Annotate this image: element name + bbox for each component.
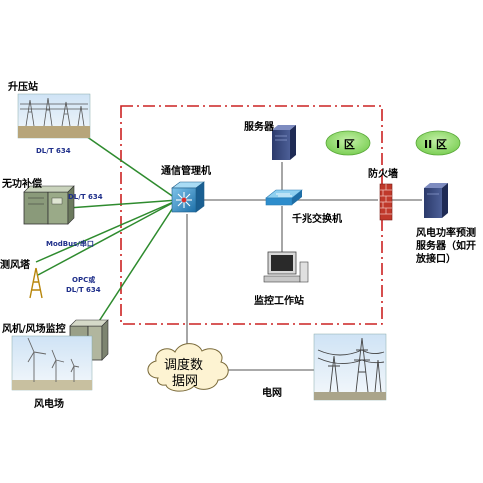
protocol-label-2: DL/T 634 xyxy=(68,193,103,201)
comm-manager-label: 通信管理机 xyxy=(161,166,211,177)
zone1-label: I 区 xyxy=(336,138,355,151)
wind-farm-image xyxy=(11,335,93,391)
zone2-label: II 区 xyxy=(424,138,448,151)
comm-manager-icon xyxy=(171,181,205,213)
wind-mast-label: 测风塔 xyxy=(0,260,30,271)
switch-label: 千兆交换机 xyxy=(292,214,342,225)
field-links xyxy=(35,124,179,336)
dispatch-network-label-line1: 调度数 xyxy=(164,358,204,373)
forecast-server-label-line2: 服务器（如开 xyxy=(416,241,476,252)
reactive-cabinet-image xyxy=(23,185,75,225)
server-label: 服务器 xyxy=(244,122,274,133)
dispatch-network-label-line2: 据网 xyxy=(172,374,199,389)
booster-station-image xyxy=(17,93,91,139)
turbine-monitor-label: 风机/风场监控 xyxy=(2,324,66,335)
protocol-label-4b: DL/T 634 xyxy=(66,286,101,294)
firewall-label: 防火墙 xyxy=(368,169,398,180)
wind-farm-label: 风电场 xyxy=(34,399,64,410)
server-icon xyxy=(272,125,296,160)
dispatch-cloud xyxy=(147,343,229,392)
workstation-icon xyxy=(263,251,309,283)
zone1-badge xyxy=(325,130,371,156)
grid-label: 电网 xyxy=(262,388,282,399)
switch-icon xyxy=(265,189,303,206)
forecast-server-label-line1: 风电功率预测 xyxy=(416,228,476,239)
protocol-label-4a: OPC或 xyxy=(72,276,96,284)
forecast-server-icon xyxy=(424,183,448,218)
booster-station-label: 升压站 xyxy=(8,82,38,93)
forecast-server-label-line3: 放接口） xyxy=(416,254,456,265)
protocol-label-1: DL/T 634 xyxy=(36,147,71,155)
power-grid-image xyxy=(313,333,387,401)
reactive-comp-label: 无功补偿 xyxy=(2,179,42,190)
wind-mast-icon xyxy=(29,267,43,299)
protocol-label-3: ModBus/串口 xyxy=(46,240,94,248)
network-links xyxy=(186,162,422,371)
workstation-label: 监控工作站 xyxy=(254,296,304,307)
zone2-badge xyxy=(415,130,461,156)
firewall-icon xyxy=(379,183,393,221)
